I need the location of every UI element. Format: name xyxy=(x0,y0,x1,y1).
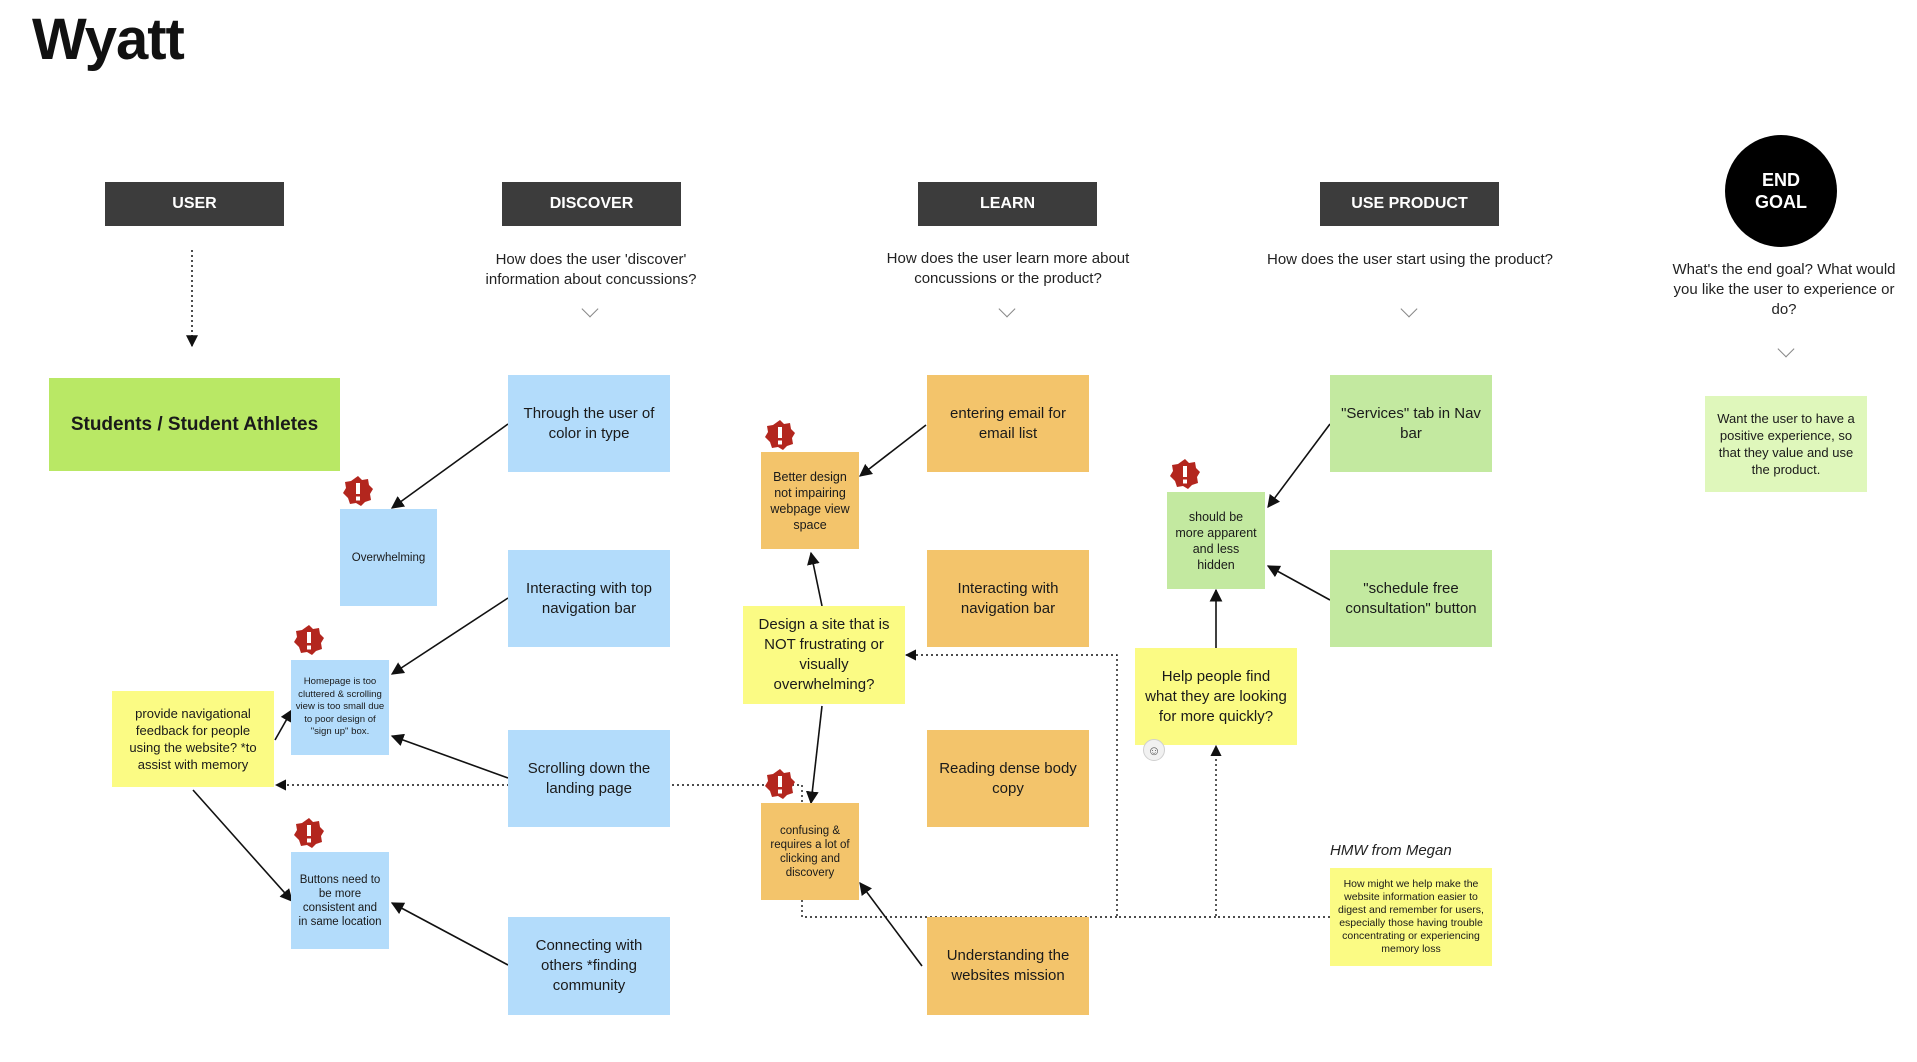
connector-mission-to-confusing xyxy=(859,881,923,967)
note-hmw[interactable]: How might we help make the website infor… xyxy=(1330,868,1492,966)
note-connecting[interactable]: Connecting with others *finding communit… xyxy=(508,917,670,1015)
column-header-discover: DISCOVER xyxy=(502,182,681,226)
note-buttons-consistent[interactable]: Buttons need to be more consistent and i… xyxy=(291,852,389,949)
warning-badge-icon xyxy=(765,769,795,799)
note-better-design[interactable]: Better design not impairing webpage view… xyxy=(761,452,859,549)
warning-badge-icon xyxy=(294,818,324,848)
note-end-goal[interactable]: Want the user to have a positive experie… xyxy=(1705,396,1867,492)
dotted-hmw-route-to-help xyxy=(1210,744,1330,918)
note-interacting-nav[interactable]: Interacting with navigation bar xyxy=(927,550,1089,647)
question-discover: How does the user 'discover' information… xyxy=(485,251,697,288)
connector-feedback-to-buttons xyxy=(192,789,293,902)
warning-badge-icon xyxy=(343,476,373,506)
connector-feedback-to-homepage xyxy=(274,708,293,741)
column-header-learn: LEARN xyxy=(918,182,1097,226)
connector-schedule-to-apparent xyxy=(1266,565,1331,601)
note-confusing[interactable]: confusing & requires a lot of clicking a… xyxy=(761,803,859,900)
note-homepage-cluttered[interactable]: Homepage is too cluttered & scrolling vi… xyxy=(291,660,389,755)
chevron-down-icon xyxy=(581,300,599,318)
note-interacting-top-nav[interactable]: Interacting with top navigation bar xyxy=(508,550,670,647)
note-schedule-free[interactable]: "schedule free consultation" button xyxy=(1330,550,1492,647)
connector-topnav-to-homepage xyxy=(390,597,509,675)
warning-badge-icon xyxy=(765,420,795,450)
note-reading-dense[interactable]: Reading dense body copy xyxy=(927,730,1089,827)
note-design-site[interactable]: Design a site that is NOT frustrating or… xyxy=(743,606,905,704)
chevron-down-icon xyxy=(1400,300,1418,318)
chevron-down-icon xyxy=(1777,340,1795,358)
connector-design-to-better xyxy=(807,551,823,607)
question-end-goal: What's the end goal? What would you like… xyxy=(1672,261,1896,318)
add-reaction-icon[interactable]: ☺ xyxy=(1143,739,1165,761)
connector-color-to-overwhelming xyxy=(390,423,509,509)
note-scrolling[interactable]: Scrolling down the landing page xyxy=(508,730,670,827)
question-use-product: How does the user start using the produc… xyxy=(1267,251,1553,268)
question-learn: How does the user learn more about concu… xyxy=(886,250,1130,287)
connector-services-to-apparent xyxy=(1267,423,1331,509)
column-header-end-goal: END GOAL xyxy=(1725,135,1837,247)
warning-badge-icon xyxy=(1170,459,1200,489)
note-entering-email[interactable]: entering email for email list xyxy=(927,375,1089,472)
connector-design-to-confusing xyxy=(805,705,823,805)
chevron-down-icon xyxy=(998,300,1016,318)
connector-connecting-to-buttons xyxy=(390,902,509,966)
note-services-tab[interactable]: "Services" tab in Nav bar xyxy=(1330,375,1492,472)
note-help-people[interactable]: Help people find what they are looking f… xyxy=(1135,648,1297,745)
page-title: Wyatt xyxy=(32,7,185,72)
connector-email-to-better-design xyxy=(858,424,927,477)
note-students[interactable]: Students / Student Athletes xyxy=(49,378,340,471)
connector-scroll-to-homepage xyxy=(390,733,509,779)
note-understanding-mission[interactable]: Understanding the websites mission xyxy=(927,917,1089,1015)
note-should-be-apparent[interactable]: should be more apparent and less hidden xyxy=(1167,492,1265,589)
column-header-use-product: USE PRODUCT xyxy=(1320,182,1499,226)
column-header-user: USER xyxy=(105,182,284,226)
note-nav-feedback[interactable]: provide navigational feedback for people… xyxy=(112,691,274,787)
hmw-label: HMW from Megan xyxy=(1330,842,1452,859)
note-overwhelming[interactable]: Overwhelming xyxy=(340,509,437,606)
warning-badge-icon xyxy=(294,625,324,655)
note-through-color[interactable]: Through the user of color in type xyxy=(508,375,670,472)
